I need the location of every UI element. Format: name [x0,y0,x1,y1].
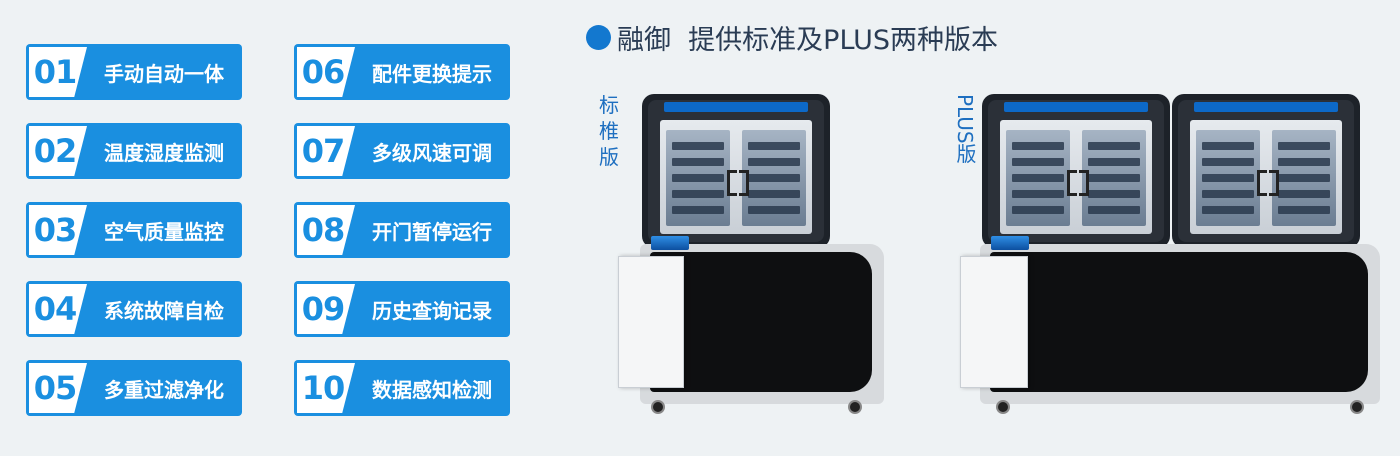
feature-number: 02 [29,126,87,176]
side-cabinet-door [960,256,1028,388]
feature-number: 10 [297,363,355,413]
feature-label: 空气质量监控 [104,219,224,244]
wheel-icon [996,400,1010,414]
feature-badge-06: 06 配件更换提示 [294,44,510,100]
heading-text: 提供标准及PLUS两种版本 [688,25,999,56]
feature-number: 09 [297,284,355,334]
feature-number: 04 [29,284,87,334]
feature-badge-02: 02 温度湿度监测 [26,123,242,179]
feature-badge-04: 04 系统故障自检 [26,281,242,337]
wheel-icon [1350,400,1364,414]
feature-label: 系统故障自检 [104,298,224,323]
feature-label: 开门暂停运行 [372,219,492,244]
control-screen [651,236,689,250]
cabinet-top-unit [642,94,830,248]
plus-version-label: PLUS版 [953,94,977,164]
feature-label: 温度湿度监测 [104,140,224,165]
feature-badge-10: 10 数据感知检测 [294,360,510,416]
feature-badge-05: 05 多重过滤净化 [26,360,242,416]
standard-version-label: 标 椎 版 [599,93,619,169]
feature-number: 01 [29,47,87,97]
feature-badge-07: 07 多级风速可调 [294,123,510,179]
feature-badge-03: 03 空气质量监控 [26,202,242,258]
feature-number: 08 [297,205,355,255]
wheel-icon [651,400,665,414]
feature-number: 03 [29,205,87,255]
feature-number: 05 [29,363,87,413]
feature-badge-09: 09 历史查询记录 [294,281,510,337]
page-title: 融御 提供标准及PLUS两种版本 [617,18,998,57]
feature-badge-08: 08 开门暂停运行 [294,202,510,258]
feature-number: 06 [297,47,355,97]
wheel-icon [848,400,862,414]
feature-label: 历史查询记录 [372,298,492,323]
bullet-dot-icon [586,25,611,50]
brand-name: 融御 [617,25,671,56]
cabinet-top-unit [982,94,1170,248]
control-screen [991,236,1029,250]
feature-number: 07 [297,126,355,176]
cabinet-base [980,244,1380,404]
feature-label: 数据感知检测 [372,377,492,402]
feature-label: 多级风速可调 [372,140,492,165]
feature-label: 多重过滤净化 [104,377,224,402]
cabinet-top-unit [1172,94,1360,248]
feature-badge-01: 01 手动自动一体 [26,44,242,100]
side-cabinet-door [618,256,684,388]
feature-label: 配件更换提示 [372,61,492,86]
feature-label: 手动自动一体 [104,61,224,86]
